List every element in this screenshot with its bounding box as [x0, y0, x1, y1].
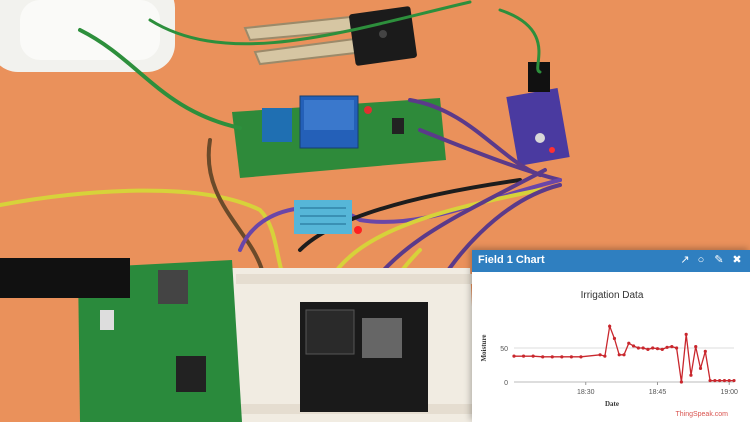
widget-header: Field 1 Chart ↗ ○ ✎ ✖ [472, 250, 750, 272]
data-point [646, 347, 650, 351]
data-point [636, 346, 640, 350]
data-point [560, 355, 564, 359]
soil-moisture-probe [243, 6, 417, 66]
relay-module [232, 95, 446, 178]
data-point [670, 345, 674, 349]
light-sensor-module [506, 62, 570, 166]
thingspeak-credit[interactable]: ThingSpeak.com [675, 411, 728, 418]
widget-title: Field 1 Chart [478, 254, 545, 266]
data-point [665, 345, 669, 349]
data-point [713, 379, 717, 383]
data-point [675, 346, 679, 350]
data-point [679, 380, 683, 384]
data-point [512, 354, 516, 358]
data-point [550, 355, 554, 359]
chart-widget: Field 1 Chart ↗ ○ ✎ ✖ Irrigation Data 0 50… [472, 250, 750, 422]
data-point [627, 341, 631, 345]
data-point [694, 345, 698, 349]
close-icon[interactable]: ✖ [732, 254, 742, 266]
data-point [608, 324, 612, 328]
data-point [722, 379, 727, 383]
data-point [727, 379, 731, 383]
x-axis-label: Date [605, 400, 619, 408]
nodemcu-board [300, 302, 428, 412]
data-point [598, 353, 602, 357]
y-tick-label: 0 [504, 380, 508, 387]
data-point [655, 347, 660, 351]
data-point [689, 373, 693, 377]
data-point [521, 354, 526, 358]
data-point [622, 353, 626, 357]
data-point [732, 379, 736, 383]
data-point [708, 379, 712, 383]
data-point [612, 336, 617, 341]
y-tick-label: 50 [500, 346, 508, 353]
data-point [651, 346, 655, 350]
data-point [631, 344, 636, 348]
data-point [579, 355, 583, 359]
data-point [603, 354, 607, 358]
x-tick-label: 18:45 [649, 389, 667, 396]
data-point [684, 332, 688, 336]
external-link-icon[interactable]: ↗ [680, 254, 690, 266]
data-point [617, 353, 621, 357]
data-point [569, 355, 573, 359]
y-axis-label: Moisture [480, 334, 488, 361]
comment-icon[interactable]: ○ [697, 254, 705, 266]
data-point [641, 346, 645, 350]
data-point [531, 354, 535, 358]
data-point [698, 366, 703, 370]
data-point [541, 355, 545, 359]
jumper-wires [0, 0, 562, 422]
x-tick-label: 19:00 [720, 389, 738, 396]
data-point [660, 347, 664, 351]
chart-title: Irrigation Data [581, 290, 644, 301]
data-point [703, 349, 707, 353]
circuit-board [0, 258, 242, 422]
pencil-icon[interactable]: ✎ [714, 254, 724, 266]
dht-sensor [294, 200, 362, 234]
x-tick-label: 18:30 [577, 389, 595, 396]
data-point [718, 379, 722, 383]
